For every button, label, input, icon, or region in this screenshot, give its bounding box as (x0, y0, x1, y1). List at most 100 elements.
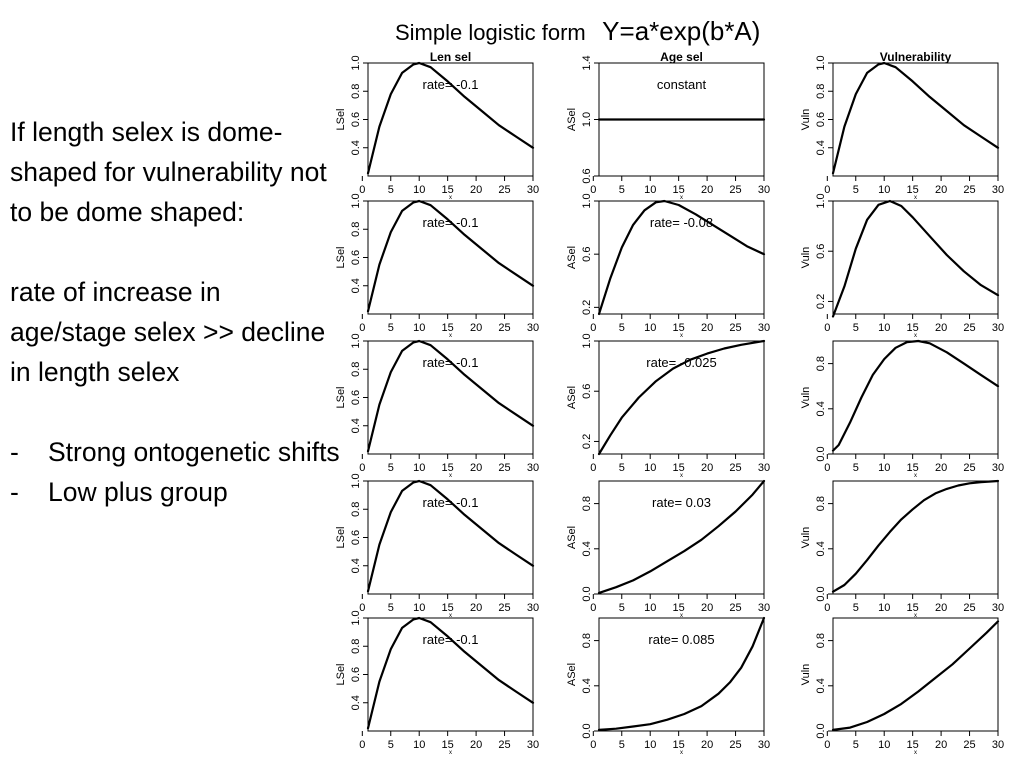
series-line (831, 61, 1000, 175)
y-tick-label: 0.8 (815, 84, 827, 99)
x-tick-label: 5 (388, 739, 394, 751)
y-axis-label: Vuln (800, 247, 812, 269)
y-tick-label: 0.0 (815, 586, 827, 601)
y-tick-label: 0.8 (350, 362, 362, 377)
y-axis-label: Vuln (800, 387, 812, 409)
y-tick-label: 0.8 (350, 222, 362, 237)
y-tick-label: 0.8 (350, 84, 362, 99)
x-tick-label: 30 (758, 602, 770, 614)
x-tick-label: 0 (359, 602, 365, 614)
y-tick-label: 0.2 (581, 434, 593, 449)
panel-title: Age sel (660, 50, 703, 64)
x-tick-label: 10 (413, 184, 425, 196)
x-tick-label: 15 (673, 184, 685, 196)
series-line (597, 339, 766, 456)
y-tick-label: 0.2 (815, 294, 827, 309)
plot-frame (598, 340, 765, 455)
x-tick-label: 15 (442, 184, 454, 196)
x-axis-label: x (914, 750, 917, 756)
x-tick-label: 10 (644, 184, 656, 196)
plot-frame (832, 340, 999, 455)
x-tick-label: 30 (992, 462, 1004, 474)
x-tick-label: 15 (673, 462, 685, 474)
x-tick-label: 5 (388, 462, 394, 474)
x-tick-label: 25 (729, 739, 741, 751)
y-tick-label: 0.4 (350, 558, 362, 573)
x-tick-label: 15 (907, 602, 919, 614)
x-tick-label: 20 (935, 739, 947, 751)
series-line (366, 479, 535, 593)
y-axis-label: LSel (335, 108, 347, 130)
x-axis-label: x (914, 613, 917, 619)
title-formula: Y=a*exp(b*A) (602, 16, 761, 46)
x-tick-label: 0 (590, 462, 596, 474)
slide-title: Simple logistic form Y=a*exp(b*A) (395, 16, 915, 56)
x-tick-label: 10 (878, 184, 890, 196)
y-axis-label: Vuln (800, 664, 812, 686)
x-tick-label: 30 (527, 739, 539, 751)
x-tick-label: 10 (644, 602, 656, 614)
y-tick-label: 0.6 (350, 112, 362, 127)
x-tick-label: 15 (673, 322, 685, 334)
y-tick-label: 1.0 (581, 193, 593, 208)
explanation-paragraph: rate of increase in age/stage selex >> d… (10, 277, 326, 387)
x-tick-label: 10 (878, 322, 890, 334)
x-tick-label: 15 (907, 322, 919, 334)
x-tick-label: 10 (644, 462, 656, 474)
series-line (597, 199, 766, 316)
x-tick-label: 25 (729, 602, 741, 614)
y-tick-label: 1.0 (581, 333, 593, 348)
rate-annotation: rate= 0.085 (648, 632, 714, 647)
x-tick-label: 25 (498, 462, 510, 474)
bullet-dash: - (10, 437, 19, 467)
x-tick-label: 25 (963, 322, 975, 334)
series-line (366, 339, 535, 453)
y-tick-label: 0.4 (581, 541, 593, 556)
x-tick-label: 25 (963, 462, 975, 474)
y-tick-label: 1.0 (581, 112, 593, 127)
series-line (366, 61, 535, 175)
y-tick-label: 0.4 (581, 678, 593, 693)
y-tick-label: 0.8 (815, 633, 827, 648)
x-tick-label: 10 (413, 322, 425, 334)
x-tick-label: 20 (701, 462, 713, 474)
x-tick-label: 15 (907, 462, 919, 474)
y-tick-label: 0.6 (581, 247, 593, 262)
x-tick-label: 0 (824, 739, 830, 751)
x-tick-label: 0 (359, 462, 365, 474)
x-tick-label: 25 (498, 184, 510, 196)
x-tick-label: 25 (498, 739, 510, 751)
rate-annotation: rate= 0.03 (652, 495, 711, 510)
rate-annotation: rate= -0.025 (646, 355, 716, 370)
y-tick-label: 1.0 (815, 193, 827, 208)
y-tick-label: 0.0 (581, 586, 593, 601)
x-tick-label: 5 (388, 322, 394, 334)
bullet-text: Strong ontogenetic shifts (48, 437, 340, 467)
x-tick-label: 5 (853, 462, 859, 474)
y-tick-label: 1.0 (350, 333, 362, 348)
y-tick-label: 0.4 (815, 401, 827, 416)
x-axis-label: x (449, 333, 452, 339)
series-line (831, 479, 1000, 593)
plot-frame (598, 617, 765, 732)
x-tick-label: 5 (853, 739, 859, 751)
y-tick-label: 1.0 (350, 193, 362, 208)
x-tick-label: 25 (729, 462, 741, 474)
y-tick-label: 1.0 (815, 55, 827, 70)
series-line (831, 199, 1000, 318)
x-tick-label: 10 (413, 462, 425, 474)
x-tick-label: 20 (701, 184, 713, 196)
x-tick-label: 30 (992, 739, 1004, 751)
x-tick-label: 20 (470, 462, 482, 474)
x-tick-label: 30 (758, 322, 770, 334)
y-axis-label: LSel (335, 663, 347, 685)
x-tick-label: 10 (878, 462, 890, 474)
x-tick-label: 0 (359, 322, 365, 334)
x-tick-label: 20 (470, 184, 482, 196)
x-tick-label: 5 (619, 184, 625, 196)
y-tick-label: 1.0 (350, 610, 362, 625)
y-tick-label: 0.4 (350, 695, 362, 710)
y-tick-label: 0.6 (350, 667, 362, 682)
plot-frame (598, 200, 765, 315)
x-axis-label: x (680, 613, 683, 619)
